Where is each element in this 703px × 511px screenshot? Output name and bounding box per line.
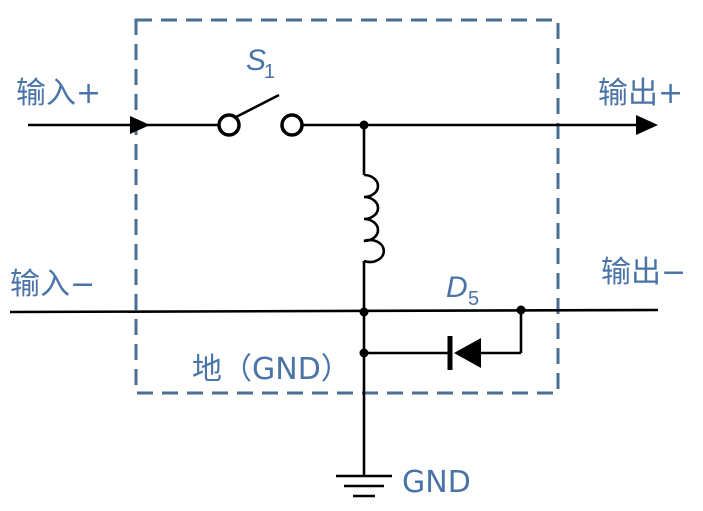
label-switch-subscript: 1 bbox=[264, 61, 275, 83]
diode-triangle bbox=[454, 338, 481, 368]
label-diode-subscript: 5 bbox=[468, 288, 479, 310]
label-switch: S bbox=[246, 44, 266, 77]
label-ground-outer: GND bbox=[402, 465, 471, 500]
bottom-rail bbox=[9, 308, 659, 314]
label-diode: D bbox=[446, 271, 468, 304]
inductor-coil bbox=[363, 173, 386, 264]
label-output-plus: 输出+ bbox=[598, 76, 683, 111]
label-ground-inner: 地（GND） bbox=[192, 352, 351, 387]
switch-terminal-left bbox=[217, 113, 241, 137]
switch-terminal-right bbox=[280, 113, 304, 137]
label-input-plus: 输入+ bbox=[16, 76, 101, 111]
switch-lever bbox=[235, 93, 280, 119]
label-output-minus: 输出− bbox=[601, 255, 686, 290]
junction-diode bbox=[359, 348, 369, 358]
dashed-enclosure bbox=[134, 18, 560, 395]
input-plus-arrow bbox=[130, 116, 150, 134]
label-input-minus: 输入− bbox=[10, 267, 95, 302]
junction-bottom-left bbox=[359, 307, 369, 317]
output-plus-arrow bbox=[636, 115, 658, 135]
